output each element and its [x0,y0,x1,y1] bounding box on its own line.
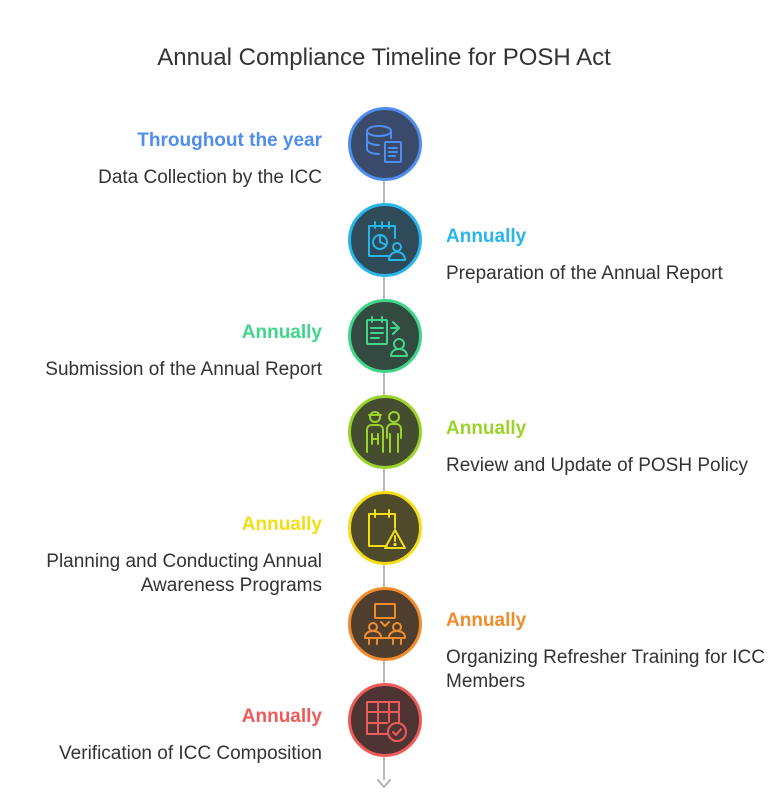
timeline-arrow-icon [377,779,391,788]
submit-report-icon [366,316,408,357]
timeline-step-prepare-report: Annually Preparation of the Annual Repor… [0,203,780,299]
step-description: Review and Update of POSH Policy [446,455,749,476]
people-review-icon [366,411,402,453]
step-label: Annually [446,418,527,439]
step-description: Planning and Conducting Annual Awareness… [46,551,322,596]
step-label: Annually [446,610,527,631]
step-description: Submission of the Annual Report [45,359,322,380]
step-label: Annually [241,514,322,535]
step-description: Preparation of the Annual Report [446,263,723,284]
step-description: Data Collection by the ICC [98,167,322,188]
step-label: Annually [241,706,322,727]
timeline-step-refresher-training: Annually Organizing Refresher Training f… [0,587,780,692]
step-node [348,683,422,757]
step-label: Throughout the year [137,130,322,151]
step-description: Organizing Refresher Training for ICC Me… [446,647,765,692]
step-label: Annually [241,322,322,343]
timeline-step-review-policy: Annually Review and Update of POSH Polic… [0,395,780,491]
timeline-step-submit-report: Annually Submission of the Annual Report [0,299,780,395]
step-node [348,203,422,277]
training-meeting-icon [364,603,406,645]
step-node [348,491,422,565]
report-chart-icon [368,221,406,261]
grid-check-icon [366,701,407,742]
calendar-warning-icon [368,509,406,549]
step-node [348,107,422,181]
page-title: Annual Compliance Timeline for POSH Act [157,44,611,71]
step-node [348,395,422,469]
step-description: Verification of ICC Composition [59,743,322,764]
timeline-step-awareness-programs: Annually Planning and Conducting Annual … [0,491,780,596]
database-document-icon [366,125,402,163]
timeline-step-verify-composition: Annually Verification of ICC Composition [0,683,780,779]
timeline-step-data-collection: Throughout the year Data Collection by t… [0,107,780,203]
step-node [348,587,422,661]
step-label: Annually [446,226,527,247]
step-node [348,299,422,373]
